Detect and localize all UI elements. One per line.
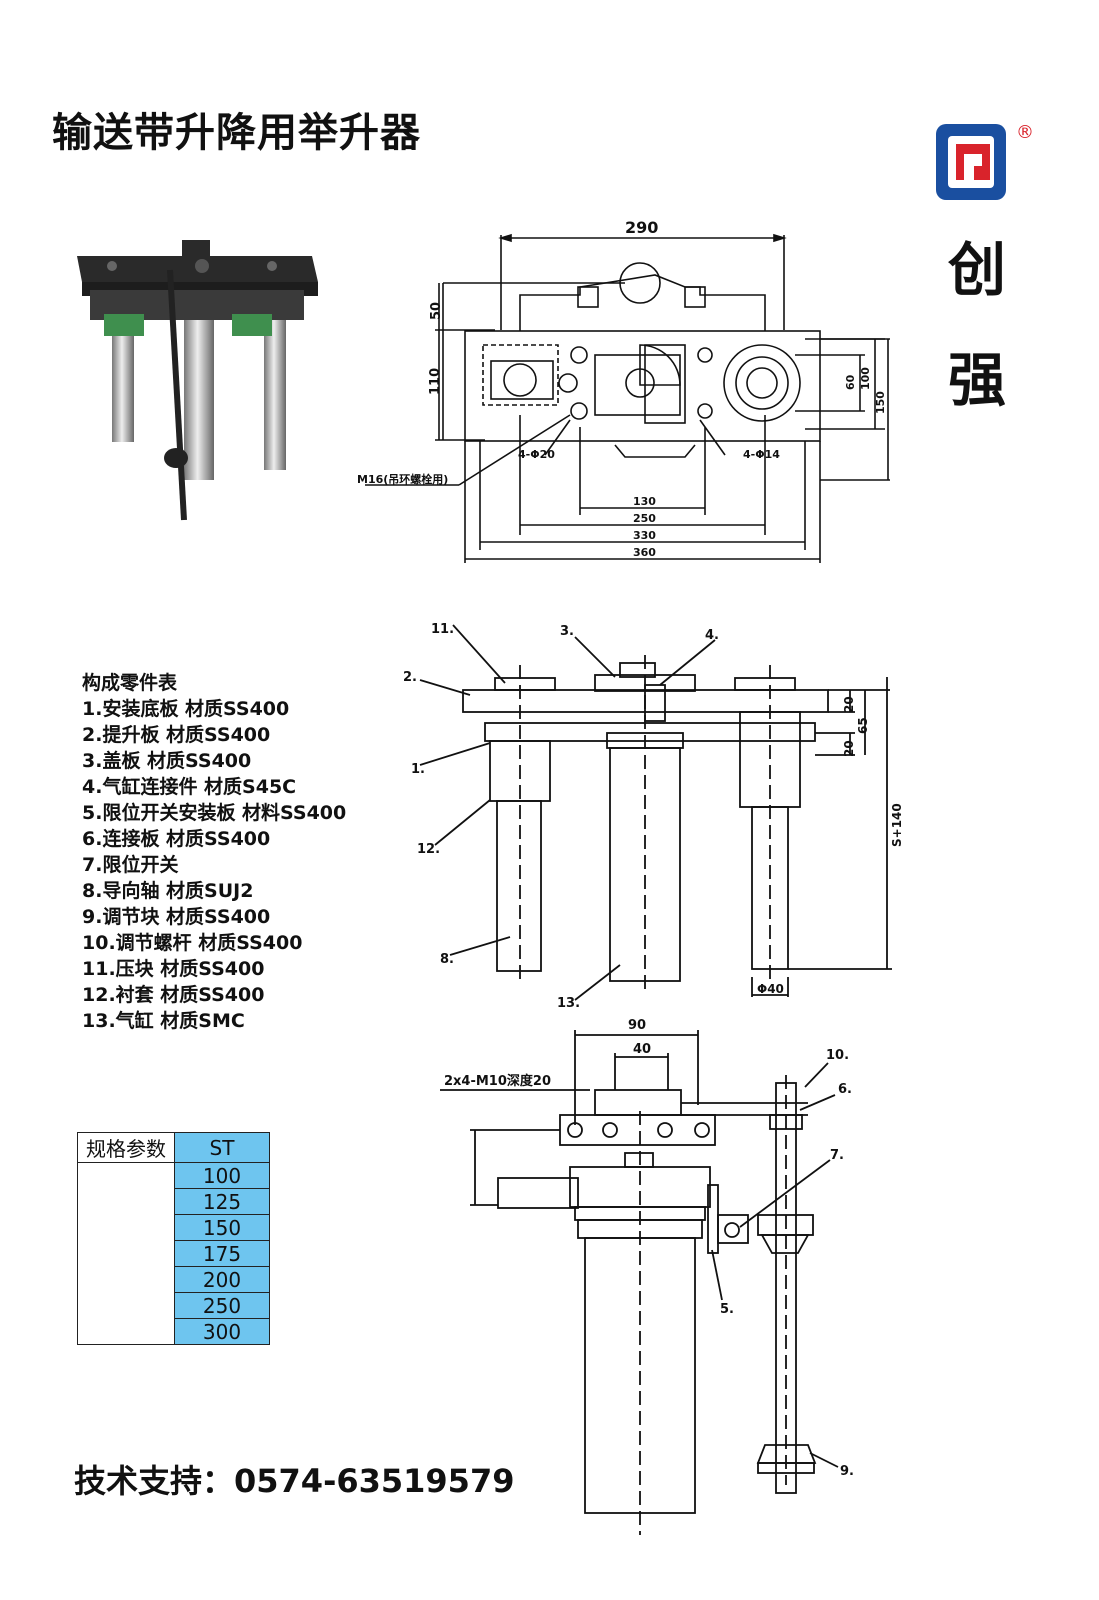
dim-100: 100	[859, 367, 872, 390]
spec-label: 规格参数	[77, 1132, 175, 1163]
spec-value: 150	[174, 1214, 270, 1241]
table-row: 250	[78, 1292, 270, 1319]
parts-item: 9.调节块 材质SS400	[82, 906, 271, 928]
dim-stroke: S+140	[890, 803, 904, 847]
spec-value: 125	[174, 1188, 270, 1215]
callout-3: 3.	[560, 624, 574, 639]
spec-value: 175	[174, 1240, 270, 1267]
parts-item: 4.气缸连接件 材质S45C	[82, 776, 297, 798]
table-row: 100	[77, 1162, 270, 1345]
callout-12: 12.	[417, 842, 440, 857]
dim-250: 250	[633, 512, 656, 525]
callout-5: 5.	[720, 1302, 734, 1317]
parts-item: 2.提升板 材质SS400	[82, 724, 271, 746]
parts-item: 13.气缸 材质SMC	[82, 1010, 245, 1032]
parts-item: 8.导向轴 材质SUJ2	[82, 880, 254, 902]
dim-150: 150	[874, 391, 887, 414]
dim-110: 110	[428, 368, 443, 395]
parts-heading: 构成零件表	[82, 672, 178, 694]
dim-40: 40	[633, 1042, 651, 1057]
dim-phi40: Φ40	[757, 982, 784, 996]
brand-name-1: 创	[948, 236, 1007, 304]
callout-6: 6.	[838, 1082, 852, 1097]
m16-label: M16(吊环螺栓用)	[357, 472, 448, 486]
tech-support: 技术支持：0574-63519579	[74, 1462, 515, 1500]
table-row: 125	[78, 1188, 270, 1215]
side-view-drawing: 90 40 2x4-M10深度20 10. 6. 7. 5. 9.	[440, 1018, 854, 1535]
hole-phi14: 4-Φ14	[743, 448, 780, 461]
spec-value: 200	[174, 1266, 270, 1293]
spec-header-st: ST	[174, 1132, 270, 1163]
callout-2: 2.	[403, 670, 417, 685]
callout-10: 10.	[826, 1048, 849, 1063]
parts-list: 构成零件表 1.安装底板 材质SS400 2.提升板 材质SS400 3.盖板 …	[82, 670, 346, 1034]
brand-logo: ®	[936, 122, 1034, 200]
parts-item: 12.衬套 材质SS400	[82, 984, 265, 1006]
dim-20-bottom: 20	[842, 740, 856, 757]
table-row: 150	[78, 1214, 270, 1241]
parts-item: 5.限位开关安装板 材料SS400	[82, 802, 347, 824]
parts-item: 10.调节螺杆 材质SS400	[82, 932, 303, 954]
spec-value: 300	[174, 1318, 270, 1345]
dim-330: 330	[633, 529, 656, 542]
callout-1: 1.	[411, 762, 425, 777]
parts-item: 1.安装底板 材质SS400	[82, 698, 290, 720]
table-row: 175	[78, 1240, 270, 1267]
callout-13: 13.	[557, 996, 580, 1011]
spec-table: 规格参数 ST 100 125 150 175 200 250 300	[77, 1132, 270, 1345]
parts-item: 11.压块 材质SS400	[82, 958, 265, 980]
front-view-drawing: 11. 3. 4. 2. 1. 12. 8. 13. 20 65 20 S+14…	[403, 622, 904, 1011]
registered-mark: ®	[1016, 122, 1034, 143]
product-photo	[77, 240, 318, 521]
spec-value: 250	[174, 1292, 270, 1319]
dim-130: 130	[633, 495, 656, 508]
parts-item: 3.盖板 材质SS400	[82, 750, 252, 772]
hole-phi20: 4-Φ20	[518, 448, 555, 461]
page-title: 输送带升降用举升器	[52, 110, 421, 156]
table-row: 规格参数 ST	[77, 1132, 270, 1163]
callout-4: 4.	[705, 628, 719, 643]
dim-20-top: 20	[842, 696, 856, 713]
callout-7: 7.	[830, 1148, 844, 1163]
parts-item: 7.限位开关	[82, 854, 179, 876]
m10-label: 2x4-M10深度20	[444, 1073, 551, 1089]
brand-name-2: 强	[948, 346, 1007, 414]
dim-50: 50	[429, 302, 444, 320]
spec-value: 100	[174, 1162, 270, 1189]
callout-9: 9.	[840, 1464, 854, 1479]
parts-item: 6.连接板 材质SS400	[82, 828, 271, 850]
dim-90: 90	[628, 1018, 646, 1033]
spec-label-blank	[77, 1162, 175, 1345]
callout-8: 8.	[440, 952, 454, 967]
callout-11: 11.	[431, 622, 454, 637]
dim-360: 360	[633, 546, 656, 559]
top-view-drawing: 290 50 110 60 100 150 4-Φ20 4-Φ14 M16(吊环…	[357, 218, 890, 563]
table-row: 300	[78, 1318, 270, 1345]
dim-60: 60	[844, 374, 857, 390]
dim-65: 65	[856, 717, 870, 734]
dim-290: 290	[625, 218, 658, 237]
